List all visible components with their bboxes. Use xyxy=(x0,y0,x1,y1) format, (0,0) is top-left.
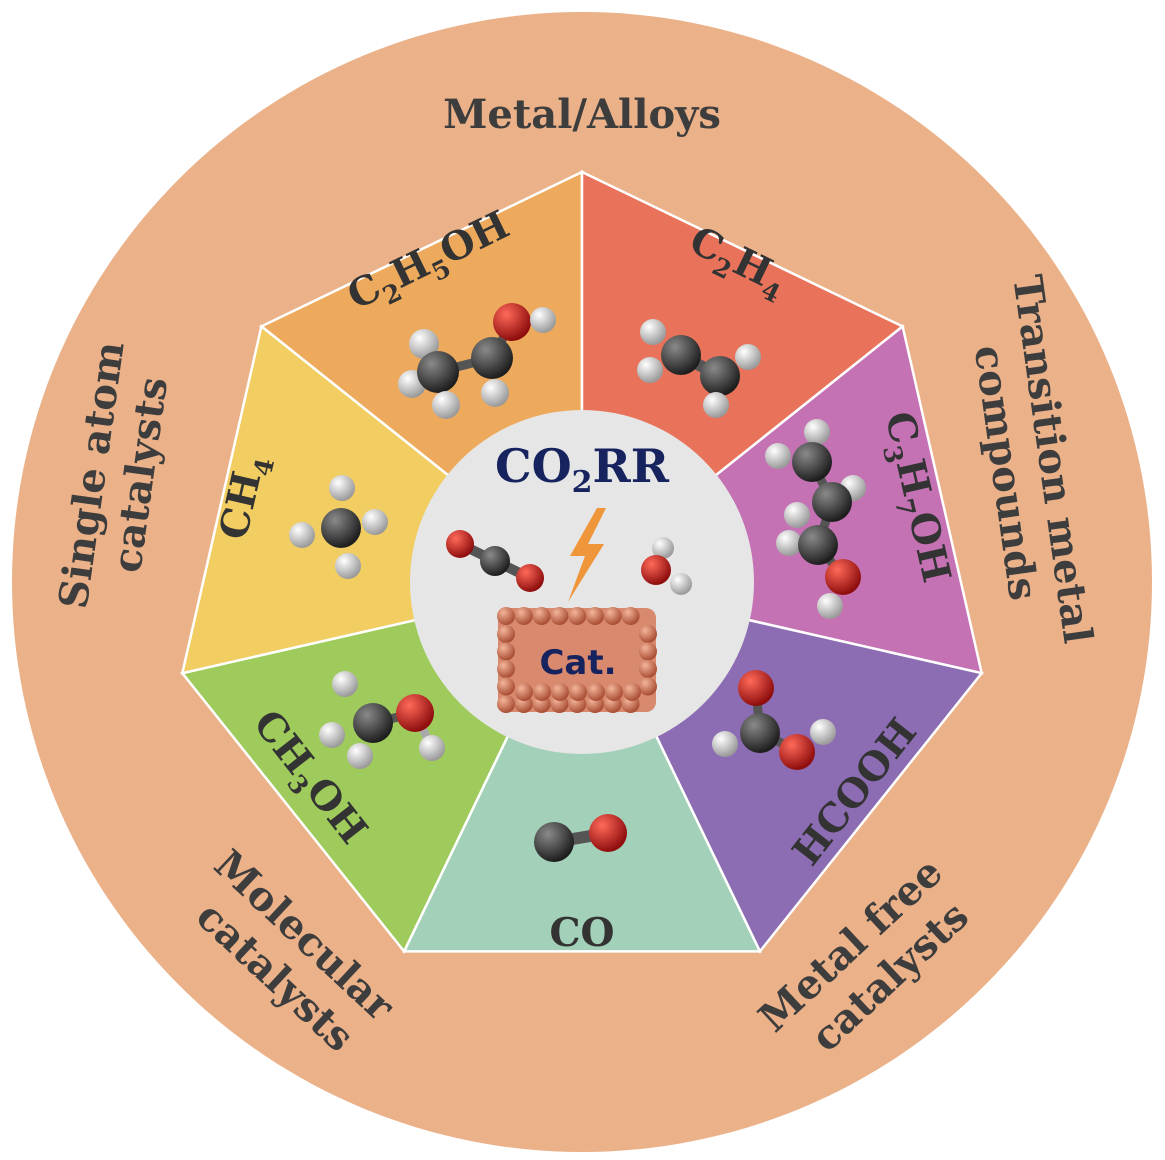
cu-atom xyxy=(603,607,622,625)
cu-atom xyxy=(551,683,569,701)
catalyst-block: Cat. xyxy=(497,607,657,713)
cu-atom xyxy=(550,607,569,625)
molecule-c2h5oh xyxy=(398,303,556,419)
cu-atom xyxy=(587,683,605,701)
cu-atom xyxy=(497,677,515,696)
cu-atom xyxy=(605,683,623,701)
molecule-co xyxy=(534,814,627,862)
cu-atom xyxy=(639,660,657,678)
cu-atom xyxy=(497,607,515,625)
cu-atom xyxy=(639,677,657,696)
cu-atom xyxy=(514,607,533,625)
center-disc xyxy=(410,410,754,754)
molecule-c3h7oh xyxy=(765,419,866,619)
cu-atom xyxy=(639,642,657,661)
catalyst-label: Cat. xyxy=(539,643,616,683)
molecule-hcooh xyxy=(712,670,836,770)
cu-atom xyxy=(515,683,533,701)
cu-atom xyxy=(569,683,587,701)
h2o-molecule xyxy=(641,537,692,595)
label-metal-alloys: Metal/Alloys xyxy=(443,91,721,138)
molecule-ch3oh xyxy=(319,671,445,769)
molecule-ch4 xyxy=(289,475,388,579)
molecule-c2h4 xyxy=(637,319,761,418)
cu-atom xyxy=(623,683,641,701)
cu-atom xyxy=(497,642,515,661)
co2-molecule xyxy=(446,530,544,592)
cu-atom xyxy=(497,695,515,713)
cu-atom xyxy=(497,660,515,678)
cu-atom xyxy=(586,607,604,625)
cu-atom xyxy=(532,607,551,625)
center-title: CO2RR xyxy=(495,439,670,500)
cu-atom xyxy=(639,625,657,643)
cu-atom xyxy=(533,683,551,701)
cu-atom xyxy=(621,607,640,625)
label-co: CO xyxy=(549,910,614,956)
cu-atom xyxy=(497,625,515,643)
cu-atom xyxy=(568,607,587,625)
lightning-icon xyxy=(568,508,606,602)
